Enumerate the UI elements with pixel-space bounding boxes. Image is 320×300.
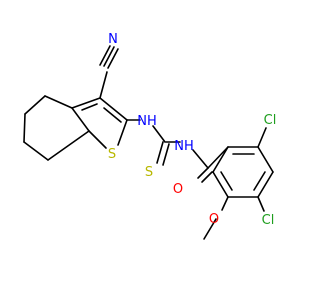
bond-co-o-b (201, 171, 213, 183)
bond-co-o-a (197, 167, 209, 179)
bond-lines (23, 45, 274, 240)
bond-c3-c2-double (103, 107, 122, 123)
bond-ar-5 (212, 171, 229, 198)
bond-nh-co (192, 149, 209, 169)
atom-amine-nh-right: NH (174, 139, 194, 154)
bond-ar-inner-2 (253, 171, 266, 191)
bond-ar-6 (212, 146, 229, 173)
bond-s-c7a (88, 130, 107, 149)
atom-thione-s: S (145, 165, 153, 180)
bond-ar-o (221, 196, 229, 211)
bond-c7a-c3a (71, 107, 90, 132)
bond-c3a-c4 (44, 95, 73, 109)
bond-c5-c6 (23, 113, 26, 143)
atom-nitrile-n: N (108, 32, 118, 47)
bond-ar-3 (257, 171, 274, 198)
bond-c7-c7a (47, 130, 90, 161)
bond-ar-2 (257, 146, 274, 173)
bond-cs-s-a (156, 141, 164, 164)
bond-o-methyl (203, 218, 217, 240)
atom-thiophene-s: S (108, 147, 116, 162)
bond-nitrile-b (107, 48, 119, 69)
bond-ar-inner-3 (220, 171, 233, 191)
bond-cs-s-b (162, 143, 170, 166)
molecule-structure: N NH S S NH O O Cl Cl (23, 32, 276, 240)
bond-c3a-c3-double (81, 103, 98, 111)
molecule-canvas: N NH S S NH O O Cl Cl (23, 32, 277, 240)
bond-c3a-c3 (71, 97, 101, 109)
bond-ar-cl-top (257, 127, 267, 148)
bond-c3-cn (99, 71, 108, 99)
bond-co-aryl (207, 146, 229, 169)
atom-chlorine-bottom: Cl (262, 213, 275, 228)
bond-ar-cl-bottom (257, 196, 265, 212)
bond-nitrile-a (103, 46, 115, 67)
bond-c6-c7 (23, 141, 49, 161)
atom-amine-nh-left: NH (137, 114, 157, 129)
atom-ether-o: O (209, 212, 219, 227)
atom-chlorine-top: Cl (264, 113, 277, 128)
bond-c2-s (117, 119, 128, 146)
atom-carbonyl-o: O (173, 182, 183, 197)
bond-nh-cs (152, 125, 166, 143)
bond-c3-c2 (99, 97, 128, 121)
bond-nitrile-c (99, 45, 111, 66)
bond-c4-c5 (24, 95, 46, 115)
atom-labels: N NH S S NH O O Cl Cl (108, 32, 276, 228)
